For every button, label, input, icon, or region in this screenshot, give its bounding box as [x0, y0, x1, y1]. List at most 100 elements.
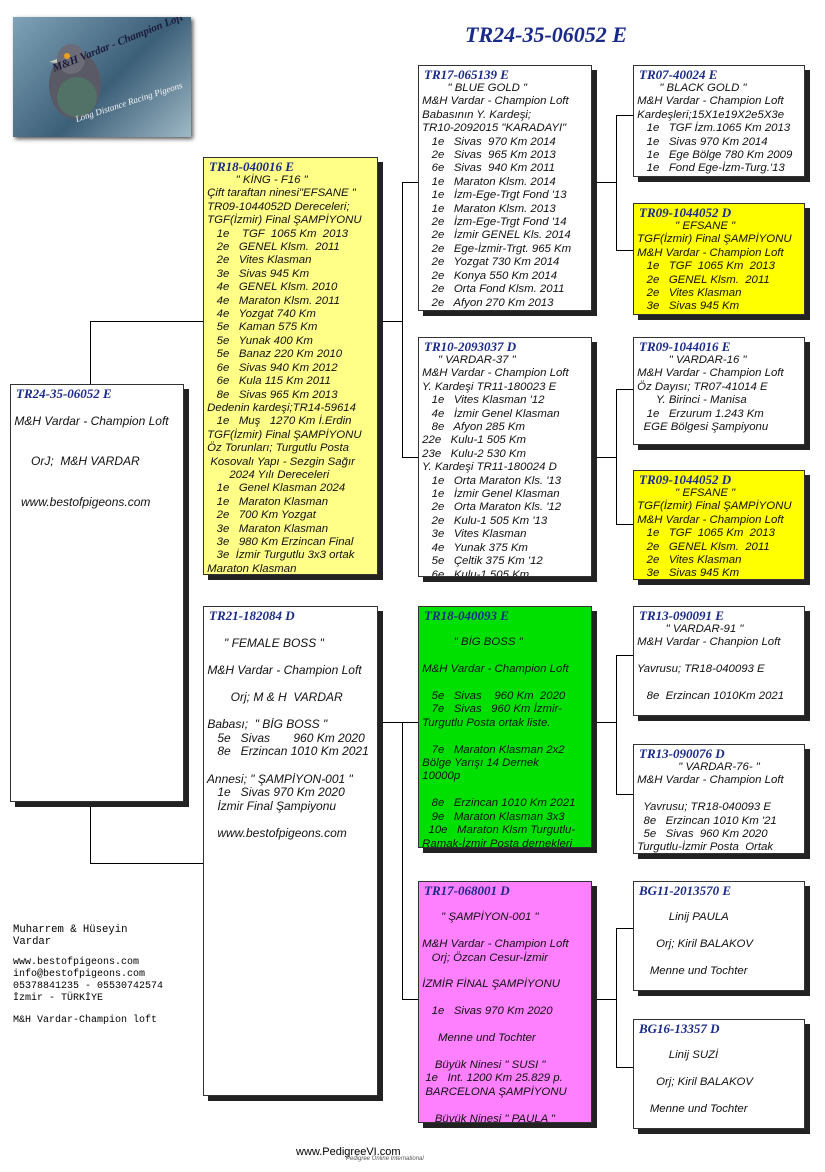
card-line [419, 784, 591, 797]
card-line: TR10-2092015 "KARADAYI" [419, 122, 567, 135]
card-line: Turgutlu-İzmir Posta Ortak [634, 841, 774, 854]
card-line [11, 401, 183, 415]
connector [616, 928, 633, 929]
card-line: 1e Sivas 970 Km 2020 [204, 785, 345, 800]
card-line: 5e Çeltik 375 Km '12 [419, 555, 543, 568]
card-line: EGE Bölgesi Şampiyonu [634, 421, 769, 434]
card-line [419, 898, 591, 911]
connector [616, 389, 617, 525]
connector [402, 457, 418, 458]
card-line: 2e Ege-İzmir-Trgt. 965 Km [419, 242, 572, 255]
pedigree-card-dam-sire: TR18-040093 E " BİG BOSS " M&H Vardar - … [418, 606, 592, 848]
card-line [419, 1019, 591, 1032]
card-line: 1e Orta Maraton Kls. '13 [419, 474, 562, 487]
ring-number: BG16-13357 D [639, 1021, 720, 1036]
card-line [419, 992, 591, 1005]
card-line: " EFSANE " [634, 220, 736, 232]
card-line: 2e Orta Maraton Kls. '12 [419, 501, 562, 514]
ring-number: TR09-1044052 D [639, 472, 732, 487]
card-line: 1e Maraton Klasman [204, 495, 329, 508]
card-line: TGF(İzmir) Final ŞAMPİYONU [204, 214, 362, 227]
card-line [634, 925, 804, 938]
card-line: Öz Torunları; Turgutlu Posta [204, 442, 349, 455]
card-line: 3e Maraton Klasman [204, 522, 329, 535]
connector [597, 722, 617, 723]
connector [597, 182, 617, 183]
pigeon-icon [49, 44, 101, 119]
card-line: M&H Vardar - Champion Loft [419, 663, 569, 676]
card-line: 2e Konya 550 Km 2014 [419, 269, 558, 282]
ring-number: TR13-090076 D [639, 746, 725, 761]
card-details: " VARDAR-76- " M&H Vardar - Champion Lof… [634, 761, 804, 854]
card-line: www.bestofpigeons.com [11, 495, 151, 510]
pedigree-card-dam-dam-sire: BG11-2013570 E Linij PAULA Orj; Kiril BA… [633, 881, 805, 991]
ring-number: TR17-068001 D [424, 883, 510, 898]
card-line: " ŞAMPİYON-001 " [419, 911, 539, 924]
card-line: OrJ; M&H VARDAR [11, 454, 140, 469]
connector [616, 1067, 633, 1068]
connector [90, 321, 203, 322]
ring-number: TR24-35-06052 E [16, 386, 112, 401]
connector [90, 863, 203, 864]
ring-number: TR17-065139 E [424, 67, 509, 82]
card-line: Bölge Yarışı 14 Dernek [419, 757, 539, 770]
card-line: " BİG BOSS " [419, 636, 523, 649]
card-line: " VARDAR-91 " [634, 623, 744, 635]
pedigree-card-sire-dam-sire: TR09-1044016 E " VARDAR-16 " M&H Vardar … [633, 337, 805, 445]
card-line: Dedenin kardeşi;TR14-59614 [204, 401, 356, 414]
card-line: 7e Maraton Klasman 2x2 [419, 743, 565, 756]
card-line: 3e 980 Km Erzincan Final [204, 535, 354, 548]
pedigree-card-sire-dam: TR10-2093037 D " VARDAR-37 " M&H Vardar … [418, 337, 592, 577]
card-line: 1e İzmir Genel Klasman [419, 488, 560, 501]
card-details: M&H Vardar - Champion Loft OrJ; M&H VARD… [11, 401, 183, 510]
card-line: 1e Vites Klasman '12 [419, 394, 545, 407]
card-line: TR09-1044052D Dereceleri; [204, 200, 350, 213]
connector [616, 250, 633, 251]
card-line: M&H Vardar - Champion Loft [204, 662, 362, 677]
card-line: Linij SUZİ [634, 1049, 719, 1062]
owner-email-link[interactable]: info@bestofpigeons.com [13, 968, 146, 980]
card-line: 3e Sivas 945 Km [204, 267, 310, 280]
pedigree-card-subject: TR24-35-06052 E M&H Vardar - Champion Lo… [10, 384, 184, 802]
card-line: Maraton Klasman [204, 562, 297, 575]
loft-logo: M&H Vardar - Champion Loft Long Distance… [13, 17, 191, 137]
card-line: 1e Genel Klasman 2024 [204, 482, 346, 495]
card-line: " BLACK GOLD " [634, 82, 747, 94]
card-line: Babası; " BİG BOSS " [204, 717, 328, 732]
card-line: Menne und Tochter [419, 1032, 536, 1045]
card-line: 1e TGF 1065 Km 2013 [634, 527, 775, 540]
pedigree-card-dam: TR21-182084 D " FEMALE BOSS " M&H Vardar… [203, 606, 378, 1096]
card-line: 9e Maraton Klasman 3x3 [419, 810, 565, 823]
connector [383, 321, 403, 322]
card-line: Yavrusu; TR18-040093 E [634, 663, 765, 676]
card-line: 10e Maraton Klsm Turgutlu- [419, 824, 576, 837]
card-line: M&H Vardar - Champion Loft [419, 95, 569, 108]
owner-city: İzmir - TÜRKİYE [13, 992, 104, 1004]
card-line [634, 1036, 804, 1049]
connector [597, 999, 617, 1000]
ring-number: TR13-090091 E [639, 608, 724, 623]
connector [402, 999, 418, 1000]
card-line [419, 677, 591, 690]
card-details: " EFSANE " TGF(İzmir) Final ŞAMPİYONU M&… [634, 487, 804, 579]
owner-name-2: Vardar [13, 936, 52, 949]
card-line: 2e İzm-Ege-Trgt Fond '14 [419, 216, 567, 229]
card-line: 2e Orta Fond Klsm. 2011 [419, 283, 565, 296]
card-line: 2e Afyon 270 Km 2013 [419, 296, 554, 309]
card-line [11, 428, 183, 442]
card-line: M&H Vardar - Champion Loft [419, 938, 569, 951]
owner-phone: 05378841235 - 05530742574 [13, 980, 164, 992]
card-line: 1e Ege Bölge 780 Km 2009 [634, 149, 793, 162]
connector [402, 722, 403, 1000]
card-details: " BİG BOSS " M&H Vardar - Champion Loft … [419, 623, 591, 847]
footer-brand[interactable]: www.PedigreeVI.com Pedigree Online Inter… [296, 1146, 424, 1162]
card-line: 6e Kulu-1 505 Km [419, 568, 530, 577]
card-line: Büyük Ninesi " SUSI " [419, 1058, 546, 1071]
connector [616, 655, 633, 656]
card-line: 1e Int. 1200 Km 25.829 p. [419, 1072, 563, 1085]
owner-website-link[interactable]: www.bestofpigeons.com [13, 956, 140, 968]
card-line: 2e Yozgat 730 Km 2014 [419, 256, 560, 269]
card-line: 2024 Yılı Dereceleri [204, 468, 330, 481]
card-line [204, 759, 377, 773]
card-line: 23e Kulu-2 530 Km [419, 447, 527, 460]
